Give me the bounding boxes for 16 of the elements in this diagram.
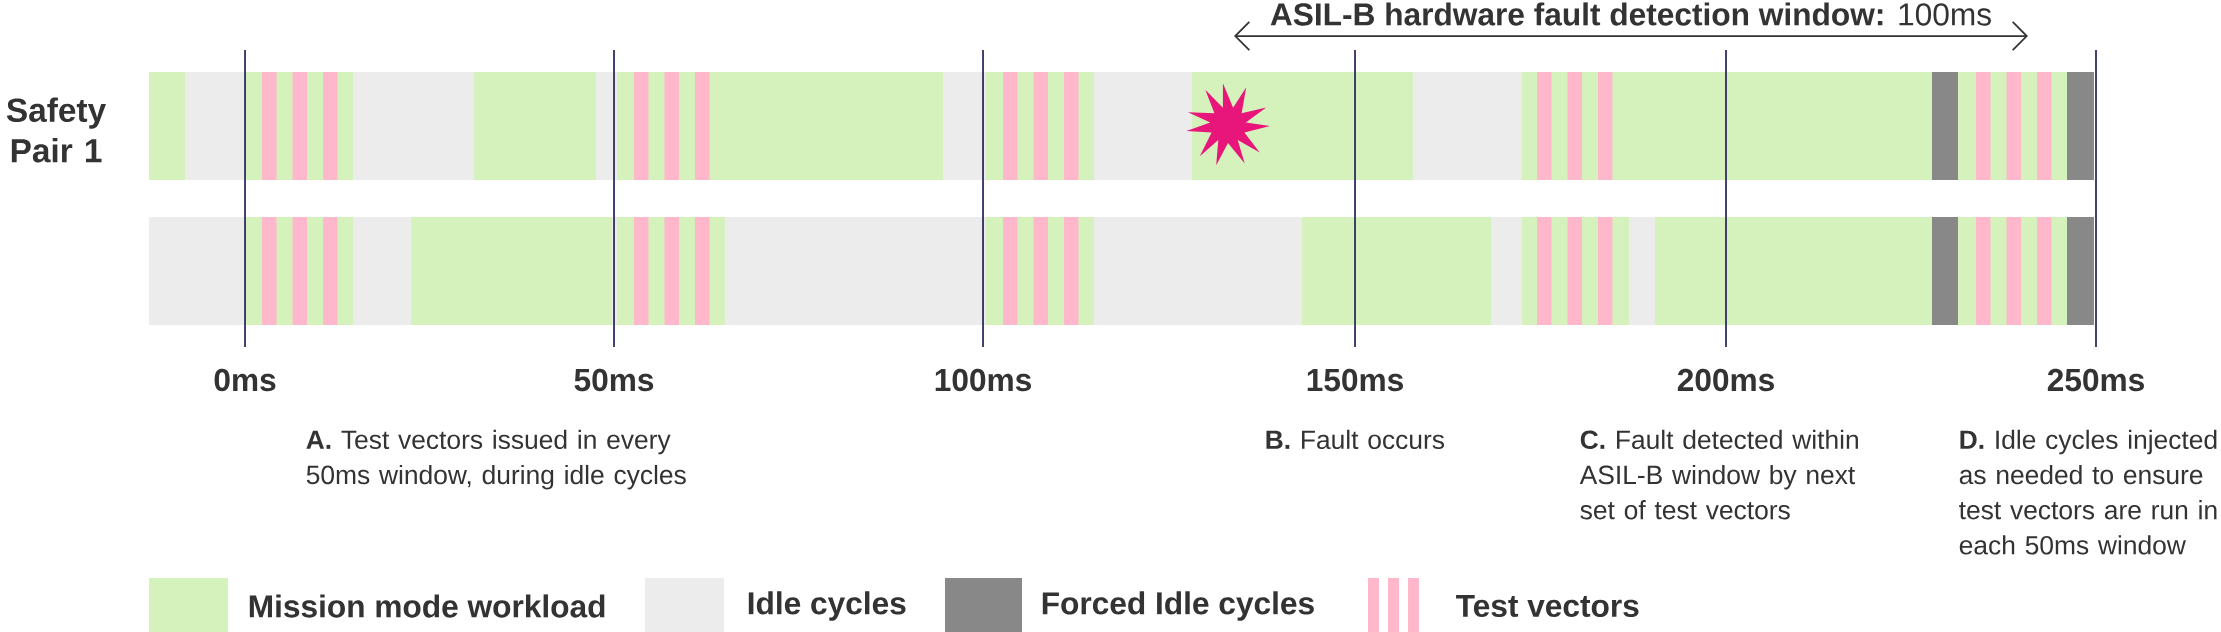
legend-label: Test vectors bbox=[1456, 594, 1639, 618]
row-label: Safety Pair 1 bbox=[6, 97, 106, 163]
tick-label: 100ms bbox=[935, 368, 1031, 392]
annotation-text: C. Fault detected within ASIL-B window by next set of test vectors bbox=[1579, 429, 1858, 520]
legend-label: Forced Idle cycles bbox=[1042, 591, 1314, 621]
tick-label: 150ms bbox=[1307, 368, 1403, 392]
tick-label: 250ms bbox=[2047, 368, 2144, 392]
tick-label: 50ms bbox=[574, 368, 654, 392]
annotation-text: D. Idle cycles injected as needed to ensure test vectors are run in each 50ms window bbox=[1959, 429, 2217, 555]
tick-label: 0ms bbox=[214, 368, 276, 392]
tick-label: 200ms bbox=[1677, 368, 1774, 392]
annotation-text: B. Fault occurs bbox=[1266, 429, 1444, 450]
legend-label: Mission mode workload bbox=[249, 594, 605, 618]
window-label: ASIL-B hardware fault detection window: 100ms bbox=[1270, 2, 1991, 26]
annotation-text: A. Test vectors issued in every 50ms window, during idle cycles bbox=[306, 429, 686, 490]
legend-label: Idle cycles bbox=[748, 591, 906, 621]
